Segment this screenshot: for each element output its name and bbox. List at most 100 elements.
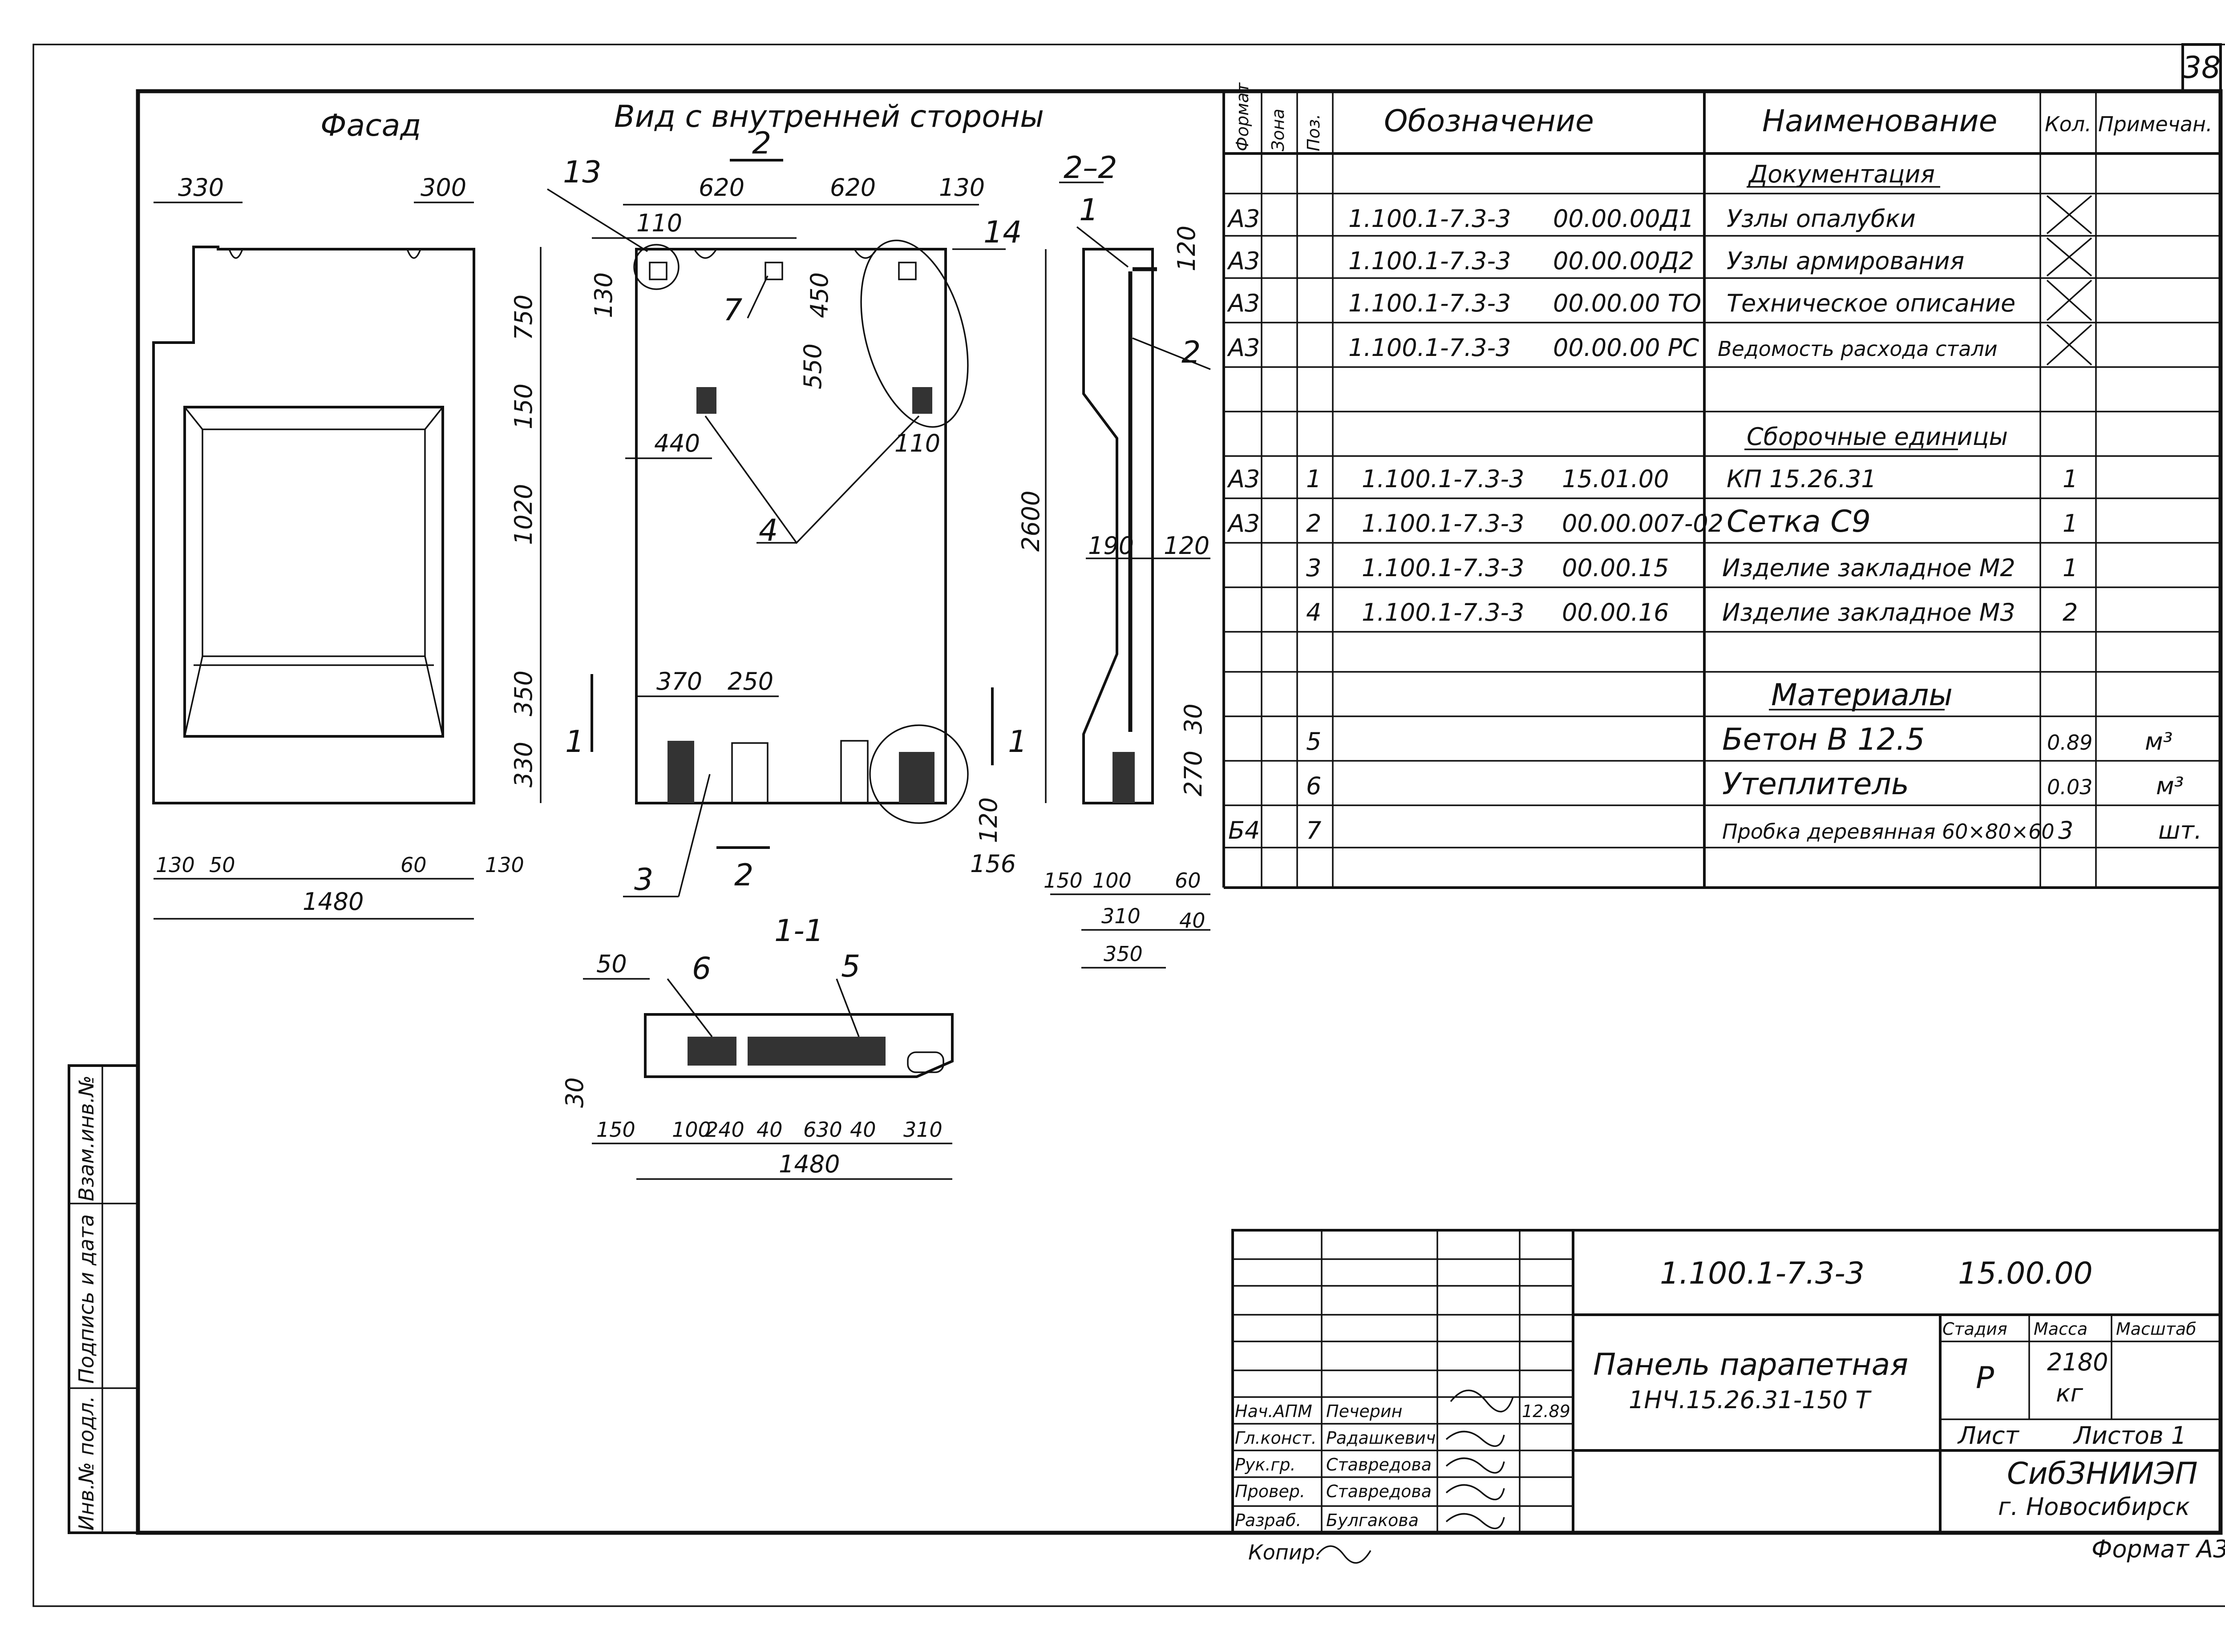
tb-role-5: Разраб. bbox=[1235, 1511, 1301, 1530]
mat-row-3-note: шт. bbox=[2158, 816, 2202, 844]
tb-doc-sub: 15.00.00 bbox=[1958, 1256, 2093, 1291]
section11-concrete-hatch bbox=[748, 1037, 886, 1066]
section22-dim-350: 350 bbox=[1104, 942, 1143, 966]
inside-dim-156: 156 bbox=[970, 850, 1016, 878]
insulation-left bbox=[668, 741, 694, 803]
section11-dim-100: 100 bbox=[672, 1118, 711, 1142]
facade-view: Фасад 330 300 750 150 1020 350 330 130 5… bbox=[152, 108, 542, 920]
signature-1 bbox=[1450, 1389, 1514, 1413]
section22-dim-120: 120 bbox=[1173, 226, 1201, 271]
facade-bevel-tr bbox=[424, 406, 444, 430]
section22-outline bbox=[1082, 248, 1154, 804]
facade-dim-150: 150 bbox=[510, 384, 538, 429]
asm-row-4-code: 1.100.1-7.3-3 bbox=[1362, 598, 1524, 626]
spec-header-qty: Кол. bbox=[2045, 112, 2092, 136]
tb-copied-label: Копир. bbox=[1248, 1540, 1322, 1564]
sheet-number-box bbox=[2181, 43, 2222, 93]
tb-sheet-label: Лист bbox=[1957, 1422, 2019, 1450]
asm-row-1-pos: 1 bbox=[1306, 465, 1321, 493]
section22-dim-270: 270 bbox=[1179, 751, 1207, 796]
tb-name-3: Ставредова bbox=[1326, 1455, 1432, 1474]
leader-2 bbox=[1132, 337, 1211, 370]
asm-row-3-name: Изделие закладное М2 bbox=[1722, 554, 2015, 582]
tb-format-label: Формат А3 bbox=[2092, 1535, 2225, 1563]
facade-bevel-br bbox=[424, 656, 444, 737]
section11-outline bbox=[644, 1013, 954, 1078]
leader-7 bbox=[747, 275, 769, 319]
doc-row-3-format: А3 bbox=[1227, 289, 1260, 317]
facade-bevel-tl bbox=[184, 406, 203, 430]
bottom-recess-left bbox=[731, 742, 769, 804]
bottom-recess-right bbox=[840, 740, 869, 804]
section22-dim-60: 60 bbox=[1175, 868, 1201, 893]
facade-dim-750: 750 bbox=[510, 295, 538, 340]
spec-header-name: Наименование bbox=[1762, 104, 1997, 139]
asm-row-1-qty: 1 bbox=[2063, 465, 2078, 493]
facade-title: Фасад bbox=[320, 108, 421, 143]
facade-dim-1020: 1020 bbox=[510, 484, 538, 545]
title-block-frame bbox=[1231, 1229, 2222, 1534]
doc-row-3-code2: 00.00.00 ТО bbox=[1553, 289, 1701, 317]
asm-row-1-code: 1.100.1-7.3-3 bbox=[1362, 465, 1524, 493]
facade-opening bbox=[183, 406, 444, 738]
doc-row-2-name: Узлы армирования bbox=[1727, 247, 1964, 275]
node-circle-15 bbox=[869, 724, 969, 824]
plug-top-middle bbox=[765, 262, 783, 280]
leader-13 bbox=[547, 188, 648, 252]
asm-row-1-name: КП 15.26.31 bbox=[1727, 465, 1877, 493]
doc-row-2-code2: 00.00.00Д2 bbox=[1553, 247, 1694, 275]
facade-window bbox=[202, 428, 426, 657]
callout-2: 2 bbox=[1181, 335, 1201, 370]
doc-row-2-format: А3 bbox=[1227, 247, 1260, 275]
asm-row-2-pos: 2 bbox=[1306, 509, 1321, 537]
mat-row-3-name: Пробка деревянная 60×80×60 bbox=[1722, 820, 2055, 844]
section22-insulation bbox=[1112, 752, 1135, 803]
doc-row-1-format: А3 bbox=[1227, 205, 1260, 233]
mat-row-2-name: Утеплитель bbox=[1722, 767, 1909, 802]
tb-city: г. Новосибирск bbox=[1998, 1493, 2190, 1521]
facade-outline bbox=[152, 246, 475, 804]
spec-header-designation: Обозначение bbox=[1384, 104, 1594, 139]
inside-dim-130: 130 bbox=[939, 174, 985, 202]
section-2-2: 2–2 1 2 120 2600 190 120 30 270 150 100 … bbox=[1017, 150, 1211, 969]
inside-dim-550: 550 bbox=[799, 343, 827, 389]
leader-1 bbox=[1076, 226, 1129, 268]
tb-role-1: Нач.АПМ bbox=[1235, 1402, 1312, 1421]
section11-dim-30: 30 bbox=[561, 1077, 589, 1108]
leader-4 bbox=[704, 415, 920, 544]
section-mark-2-top: 2 bbox=[752, 126, 771, 161]
mat-row-1-qty: 0.89 bbox=[2047, 731, 2092, 755]
section22-title: 2–2 bbox=[1064, 150, 1117, 186]
callout-1: 1 bbox=[1079, 193, 1098, 228]
title-block: 1.100.1-7.3-3 15.00.00 Панель парапетная… bbox=[1231, 1229, 2225, 1564]
tb-title-line1: Панель парапетная bbox=[1593, 1347, 1908, 1382]
inside-dim-110b: 110 bbox=[894, 429, 940, 457]
section22-dim-150: 150 bbox=[1044, 868, 1083, 893]
leader-6 bbox=[667, 978, 713, 1038]
section22-dim-30: 30 bbox=[1179, 703, 1207, 734]
doc-row-4-cross bbox=[2046, 324, 2092, 366]
insulation-right bbox=[899, 752, 934, 803]
asm-row-4-pos: 4 bbox=[1306, 598, 1321, 626]
facade-dim-350: 350 bbox=[510, 670, 538, 716]
inside-dim-620b: 620 bbox=[830, 174, 876, 202]
inside-dim-440: 440 bbox=[654, 429, 700, 457]
tb-name-5: Булгакова bbox=[1326, 1511, 1419, 1530]
spec-header-pos: Поз. bbox=[1304, 114, 1323, 151]
facade-dim-60: 60 bbox=[400, 853, 427, 877]
facade-dim-1480: 1480 bbox=[303, 888, 364, 916]
asm-row-2-name: Сетка С9 bbox=[1727, 504, 1871, 539]
doc-row-3-code: 1.100.1-7.3-3 bbox=[1348, 289, 1511, 317]
doc-row-4-name: Ведомость расхода стали bbox=[1718, 337, 1998, 361]
mat-row-1-pos: 5 bbox=[1306, 727, 1321, 755]
inside-dim-110: 110 bbox=[636, 209, 682, 237]
section11-dim-1480: 1480 bbox=[779, 1150, 840, 1178]
leader-5 bbox=[836, 978, 860, 1037]
tb-title-line2: 1НЧ.15.26.31-150 Т bbox=[1629, 1386, 1872, 1414]
asm-row-4-name: Изделие закладное М3 bbox=[1722, 598, 2015, 626]
inside-dim-130-left: 130 bbox=[590, 272, 618, 318]
signature-4 bbox=[1445, 1484, 1505, 1500]
spec-header-note: Примечан. bbox=[2098, 112, 2213, 136]
embedded-item-right bbox=[912, 387, 932, 414]
spec-section-assemblies: Сборочные единицы bbox=[1747, 423, 2008, 451]
